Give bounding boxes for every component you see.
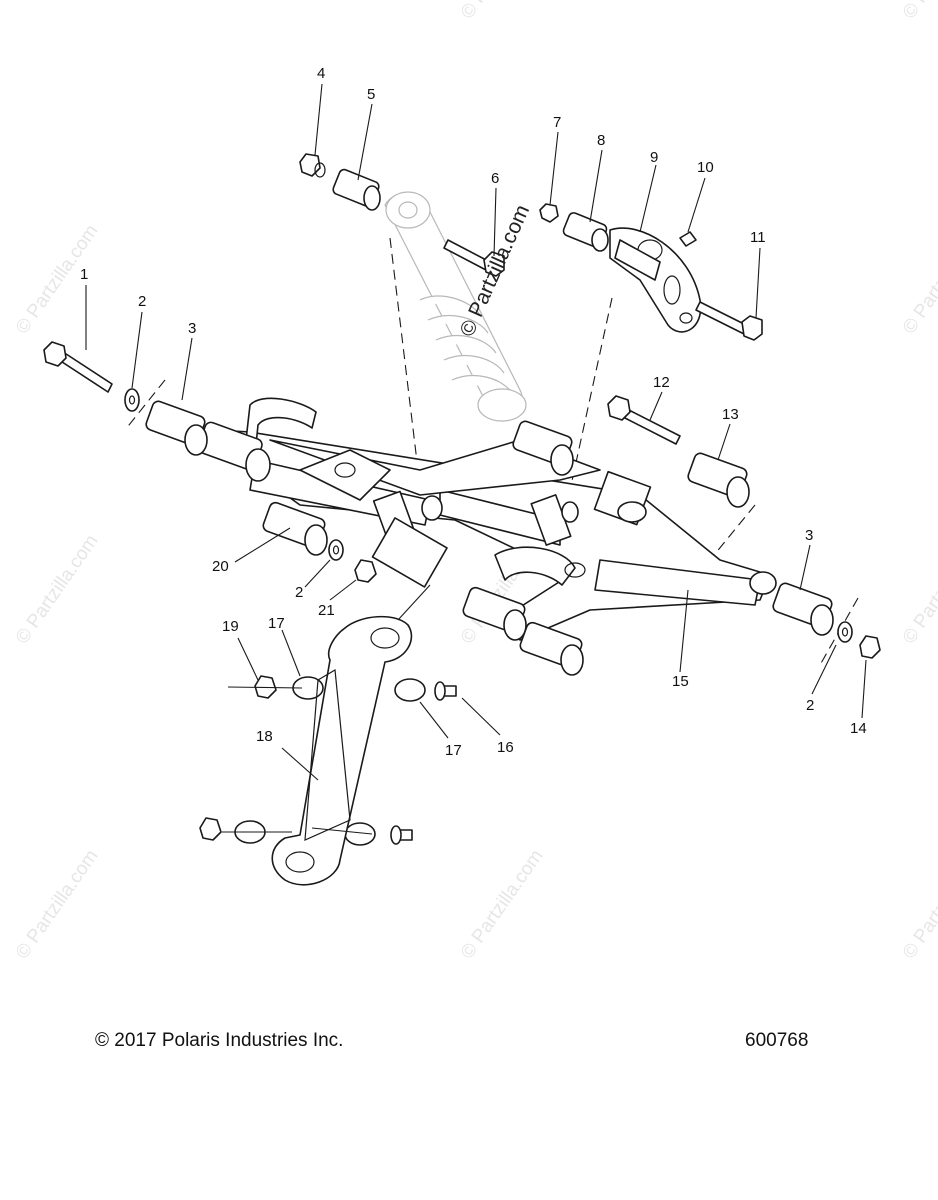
callout-11: 11 xyxy=(750,229,766,246)
shock-absorber-ghost xyxy=(384,191,527,422)
bushings xyxy=(145,400,834,676)
callout-17b: 17 xyxy=(445,742,462,759)
faint-watermark: © Partzilla.com xyxy=(12,531,103,648)
callout-3: 3 xyxy=(188,320,196,337)
faint-watermark: © Partzilla.com xyxy=(899,531,938,648)
faint-watermark: © Partzilla.com xyxy=(457,846,548,963)
callout-5: 5 xyxy=(367,86,375,103)
callout-2b: 2 xyxy=(295,584,303,601)
callout-20: 20 xyxy=(212,558,229,575)
callout-12: 12 xyxy=(653,374,670,391)
faint-watermark: © Partzilla.com xyxy=(899,0,938,23)
callout-4: 4 xyxy=(317,65,325,82)
drawing-number: 600768 xyxy=(745,1030,809,1051)
a-arm-frame xyxy=(214,397,777,641)
callout-17a: 17 xyxy=(268,615,285,632)
callout-1: 1 xyxy=(80,266,88,283)
callout-8: 8 xyxy=(597,132,605,149)
faint-watermark: © Partzilla.com xyxy=(12,846,103,963)
callout-21: 21 xyxy=(318,602,335,619)
callout-2: 2 xyxy=(138,293,146,310)
faint-watermark: © Partzilla.com xyxy=(12,221,103,338)
callout-9: 9 xyxy=(650,149,658,166)
callout-16: 16 xyxy=(497,739,514,756)
callouts: 1 2 3 4 5 6 7 8 9 10 11 12 13 3 20 2 21 … xyxy=(80,65,867,759)
leader-lines xyxy=(85,83,867,835)
callout-18: 18 xyxy=(256,728,273,745)
callout-7: 7 xyxy=(553,114,561,131)
callout-14: 14 xyxy=(850,720,867,737)
faint-watermark: © Partzilla.com xyxy=(899,221,938,338)
callout-10: 10 xyxy=(697,159,714,176)
hardware xyxy=(43,153,881,846)
link-arm xyxy=(271,615,413,886)
callout-15: 15 xyxy=(672,673,689,690)
callout-19: 19 xyxy=(222,618,239,635)
callout-2c: 2 xyxy=(806,697,814,714)
callout-13: 13 xyxy=(722,406,739,423)
callout-6: 6 xyxy=(491,170,499,187)
callout-3b: 3 xyxy=(805,527,813,544)
faint-watermark: © Partzilla.com xyxy=(457,0,548,23)
copyright-notice: © 2017 Polaris Industries Inc. xyxy=(95,1030,344,1051)
faint-watermark: © Partzilla.com xyxy=(899,846,938,963)
